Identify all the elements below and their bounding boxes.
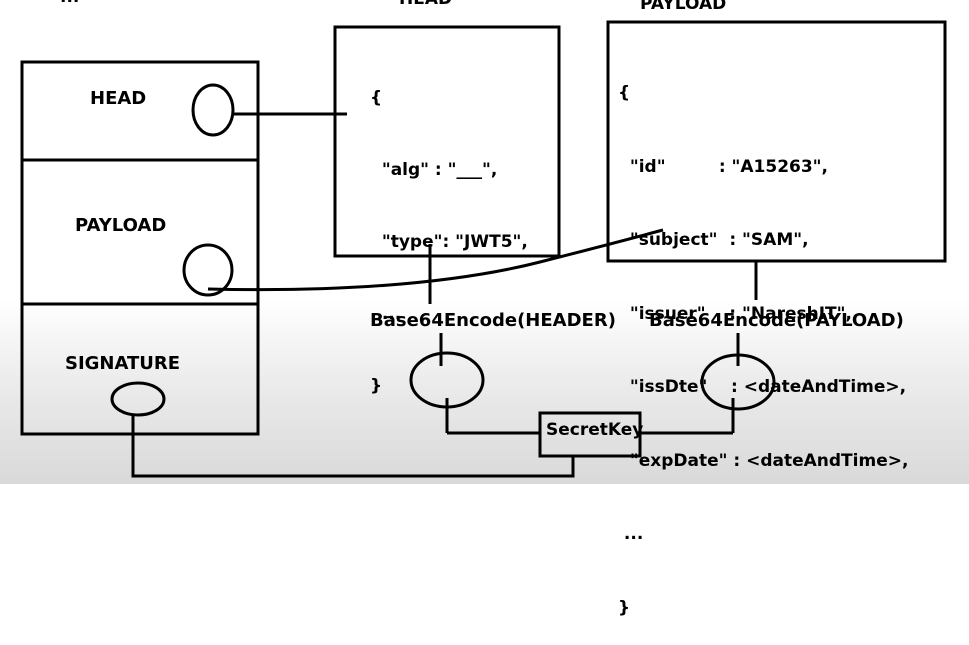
header-json-line: "alg" : "___",	[370, 160, 498, 180]
head-ellipse	[191, 83, 235, 137]
header-json-box	[333, 25, 561, 258]
payload-json-line: "id" : "A15263",	[618, 156, 829, 177]
payload-json-content: { "id" : "A15263", "subject" : "SAM", "i…	[618, 32, 908, 645]
payload-json-line: "subject" : "SAM",	[618, 230, 809, 250]
header-box-title: HEAD	[399, 0, 452, 9]
head-section-label: HEAD	[90, 88, 147, 109]
header-json-line: }	[370, 376, 383, 396]
payload-json-line: }	[618, 597, 631, 618]
base64-header-label: Base64Encode(HEADER)	[370, 310, 616, 331]
header-json-line: ...	[370, 304, 402, 324]
signature-ellipse	[110, 381, 166, 417]
header-json-content: { "alg" : "___", "type": "JWT5", ... }	[370, 38, 528, 422]
top-left-cut-text: ...	[60, 0, 79, 7]
jwt-diagram	[20, 20, 947, 478]
payload-section-label: PAYLOAD	[75, 215, 167, 236]
token-box	[20, 60, 260, 436]
payload-json-line: "issuer" : "NareshIT",	[618, 303, 852, 324]
header-json-line: {	[370, 88, 383, 108]
payload-box-title: PAYLOAD	[640, 0, 727, 14]
base64-payload-label: Base64Encode(PAYLOAD)	[649, 310, 904, 331]
payload-json-line: ...	[618, 524, 644, 544]
signature-section-label: SIGNATURE	[65, 353, 181, 374]
payload-connector	[207, 228, 664, 292]
payload-json-line: "issDte" : <dateAndTime>,	[618, 377, 907, 397]
signature-connector	[131, 414, 575, 478]
payload-json-box	[606, 20, 947, 263]
payload-json-line: "expDate" : <dateAndTime>,	[618, 450, 909, 471]
payload-json-line: {	[618, 83, 631, 103]
secret-key-label: SecretKey	[546, 420, 644, 440]
secret-key-box	[538, 411, 642, 458]
header-json-line: "type": "JWT5",	[370, 232, 528, 252]
payload-ellipse	[182, 243, 234, 297]
